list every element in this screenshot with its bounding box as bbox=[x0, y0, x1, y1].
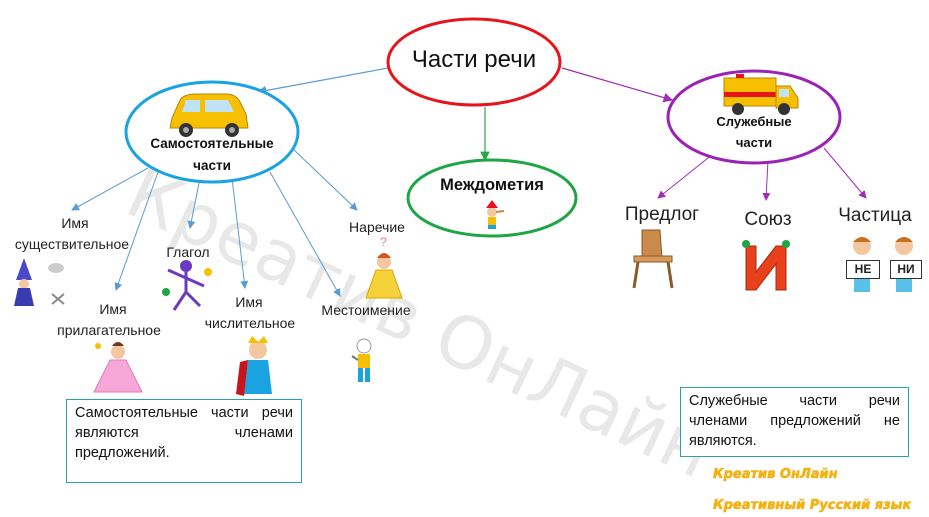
independent-label-line2: части bbox=[193, 158, 231, 173]
arrow-root-independent bbox=[256, 67, 389, 96]
svg-text:?: ? bbox=[380, 235, 387, 249]
particle-ne-sign: НЕ bbox=[846, 260, 880, 279]
car-icon bbox=[169, 93, 249, 137]
note-functional: Служебные части речи членами предложений… bbox=[680, 387, 909, 457]
numeral-label-line1: Имя bbox=[235, 294, 263, 310]
dancing-figure-icon bbox=[162, 260, 212, 311]
conjunction-label: Союз bbox=[744, 209, 792, 230]
adverb-label: Наречие bbox=[349, 219, 405, 235]
arrow-to-pronoun bbox=[269, 171, 341, 297]
arrow-to-conjunction bbox=[762, 159, 771, 201]
brand-line1: Креатив ОнЛайн bbox=[713, 467, 838, 482]
arrow-to-adjective bbox=[114, 171, 159, 291]
arrow-to-noun bbox=[71, 167, 149, 211]
wizard-icon bbox=[14, 258, 65, 306]
root-ellipse bbox=[386, 17, 562, 107]
arrow-root-functional bbox=[561, 67, 674, 103]
independent-ellipse bbox=[124, 80, 300, 184]
adjective-label-line1: Имя bbox=[99, 301, 127, 317]
interjection-label: Междометия bbox=[440, 176, 544, 194]
brand-line2: Креативный Русский язык bbox=[713, 498, 912, 513]
arrow-to-particle bbox=[823, 147, 867, 199]
particle-ni-sign: НИ bbox=[890, 260, 922, 279]
arrow-to-numeral bbox=[231, 177, 249, 289]
noun-label-line1: Имя bbox=[61, 215, 89, 231]
functional-label-line1: Служебные bbox=[716, 114, 792, 129]
letter-i-icon bbox=[742, 240, 790, 291]
verb-label: Глагол bbox=[166, 244, 210, 260]
interjection-ellipse bbox=[406, 158, 578, 238]
truck-icon bbox=[723, 74, 799, 115]
functional-label-line2: части bbox=[735, 135, 773, 150]
pronoun-label: Местоимение bbox=[321, 302, 411, 318]
white-figure-icon bbox=[351, 338, 372, 382]
particle-label: Частица bbox=[838, 205, 912, 226]
girl-yellow-dress-icon: ? bbox=[365, 235, 403, 299]
adjective-label-line2: прилагательное bbox=[57, 322, 161, 338]
preposition-label: Предлог bbox=[624, 204, 700, 225]
independent-label-line1: Самостоятельные bbox=[150, 136, 274, 151]
arrow-to-adverb bbox=[291, 147, 358, 211]
princess-icon bbox=[93, 342, 143, 393]
arrow-to-verb bbox=[187, 177, 201, 229]
boys-icon bbox=[853, 237, 913, 292]
prince-icon bbox=[236, 336, 272, 396]
chair-icon bbox=[632, 229, 674, 289]
numeral-label-line2: числительное bbox=[204, 315, 296, 331]
pinocchio-icon bbox=[486, 200, 505, 229]
noun-label-line2: существительное bbox=[14, 236, 130, 252]
arrow-to-preposition bbox=[657, 149, 719, 199]
functional-ellipse bbox=[666, 69, 842, 165]
note-independent: Самостоятельные части речи являются член… bbox=[66, 399, 302, 483]
root-label: Части речи bbox=[411, 46, 537, 73]
